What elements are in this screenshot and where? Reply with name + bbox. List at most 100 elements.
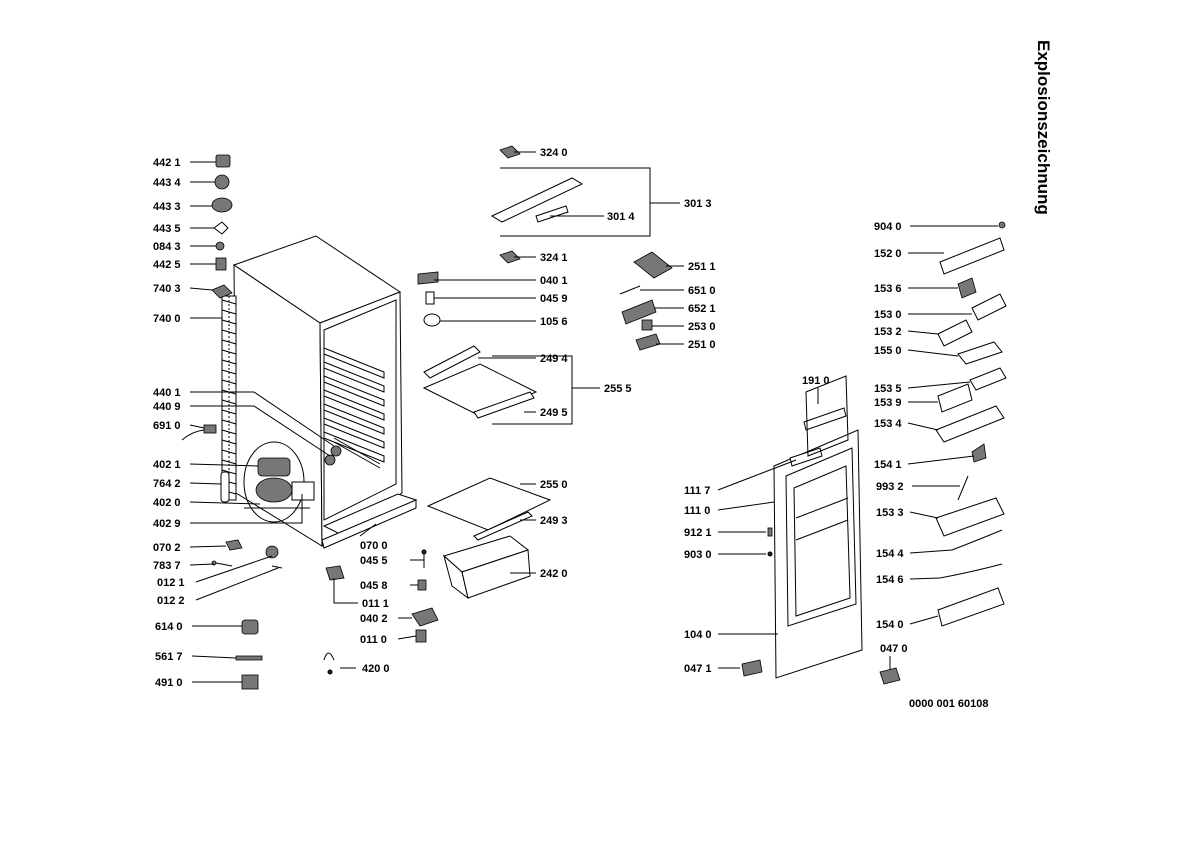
part-icon-0470 (879, 667, 901, 685)
part-label-9121: 912 1 (684, 527, 712, 539)
part-icon-4421 (215, 154, 231, 168)
part-icon-1532 (937, 319, 973, 347)
part-icon-5617 (235, 655, 263, 661)
part-label-2420: 242 0 (540, 568, 568, 580)
part-icon-3013 (490, 177, 584, 223)
part-label-0455: 045 5 (360, 555, 388, 567)
part-label-0110: 011 0 (360, 634, 387, 646)
bottle-rail-1546 (939, 563, 1003, 579)
part-label-0843: 084 3 (153, 241, 181, 253)
part-label-1540: 154 0 (876, 619, 904, 631)
part-icon-1536 (957, 277, 977, 299)
part-label-0458: 045 8 (360, 580, 388, 592)
part-label-9030: 903 0 (684, 549, 712, 561)
part-label-9932: 993 2 (876, 481, 904, 493)
crisper-drawer-2420 (443, 535, 531, 600)
part-label-0459: 045 9 (540, 293, 568, 305)
condenser-drawing (221, 295, 237, 501)
part-label-2550: 255 0 (540, 479, 568, 491)
part-label-7403: 740 3 (153, 283, 181, 295)
part-label-9040: 904 0 (874, 221, 902, 233)
part-icon-0121 (265, 545, 279, 559)
part-label-4021: 402 1 (153, 459, 181, 471)
part-icon-0401 (417, 271, 439, 285)
part-label-1040: 104 0 (684, 629, 712, 641)
part-label-2493: 249 3 (540, 515, 568, 527)
part-icon-7837 (211, 560, 233, 567)
part-label-4433: 443 3 (153, 201, 181, 213)
part-icon-1535 (969, 367, 1007, 391)
strip-2493 (473, 511, 533, 541)
evaporator-fins (323, 347, 385, 463)
part-icon-0458 (417, 579, 427, 591)
part-label-1532: 153 2 (874, 326, 902, 338)
part-icon-0110 (415, 629, 427, 643)
door-bin-1540 (937, 587, 1005, 627)
door-gasket-1910 (805, 375, 849, 457)
part-icon-4435 (213, 221, 229, 235)
egg-tray-1550 (957, 341, 1003, 365)
part-label-4425: 442 5 (153, 259, 181, 271)
part-label-1536: 153 6 (874, 283, 902, 295)
leader-lines (189, 151, 998, 683)
part-icon-7642 (220, 471, 230, 503)
part-icon-4433 (211, 197, 233, 213)
part-icon-4434 (214, 174, 230, 190)
part-labels: 442 1 443 4 443 3 443 5 084 3 442 5 740 … (153, 147, 908, 689)
part-label-0700: 070 0 (360, 540, 388, 552)
part-icon-7403 (211, 284, 233, 299)
part-icon-6140 (241, 619, 259, 635)
part-label-7642: 764 2 (153, 478, 181, 490)
part-icon-9030 (767, 551, 773, 557)
door-bin-1533 (935, 497, 1005, 537)
part-label-6910: 691 0 (153, 420, 181, 432)
part-label-4421: 442 1 (153, 157, 181, 169)
part-icon-0702 (225, 539, 243, 551)
part-label-6510: 651 0 (688, 285, 716, 297)
bottle-rail-1544 (951, 529, 1003, 551)
part-icon-3241 (499, 250, 521, 264)
part-icon-1056 (423, 313, 441, 327)
part-label-1520: 152 0 (874, 248, 902, 260)
part-label-7400: 740 0 (153, 313, 181, 325)
part-icon-9121 (767, 527, 773, 537)
part-label-0702: 070 2 (153, 542, 181, 554)
part-label-3240: 324 0 (540, 147, 568, 159)
part-label-1110: 111 0 (684, 505, 710, 517)
part-icon-0455 (421, 549, 427, 568)
part-label-2511: 251 1 (688, 261, 716, 273)
part-label-4435: 443 5 (153, 223, 181, 235)
part-icon-6521 (621, 299, 657, 325)
part-label-3014: 301 4 (607, 211, 635, 223)
part-label-0402: 040 2 (360, 613, 388, 625)
part-icon-6510 (619, 285, 641, 295)
part-label-1550: 155 0 (874, 345, 902, 357)
cabinet-drawing (232, 235, 418, 549)
part-icon-0111 (325, 565, 345, 581)
part-icon-1530 (971, 293, 1007, 321)
part-icon-9932 (957, 475, 969, 501)
part-label-2530: 253 0 (688, 321, 716, 333)
drawing-number: 0000 001 60108 (909, 698, 989, 710)
part-label-2510: 251 0 (688, 339, 716, 351)
part-label-1533: 153 3 (876, 507, 904, 519)
part-icon-0402 (411, 607, 439, 627)
shelf-frame-2494 (423, 345, 481, 379)
part-label-0401: 040 1 (540, 275, 568, 287)
part-icon-4910 (241, 674, 259, 690)
part-icon-3240 (499, 145, 521, 159)
part-icon-1539 (937, 383, 973, 413)
part-icon-2530 (641, 319, 653, 331)
part-label-1056: 105 6 (540, 316, 568, 328)
part-label-4401: 440 1 (153, 387, 181, 399)
part-label-0470: 047 0 (880, 643, 908, 655)
part-icon-1541 (971, 443, 987, 463)
part-label-1539: 153 9 (874, 397, 902, 409)
part-label-3013: 301 3 (684, 198, 712, 210)
part-icon-9040 (998, 221, 1006, 229)
part-icon-2511 (633, 251, 673, 279)
part-label-4029: 402 9 (153, 518, 181, 530)
part-label-4434: 443 4 (153, 177, 181, 189)
door-bin-1534 (935, 405, 1005, 443)
